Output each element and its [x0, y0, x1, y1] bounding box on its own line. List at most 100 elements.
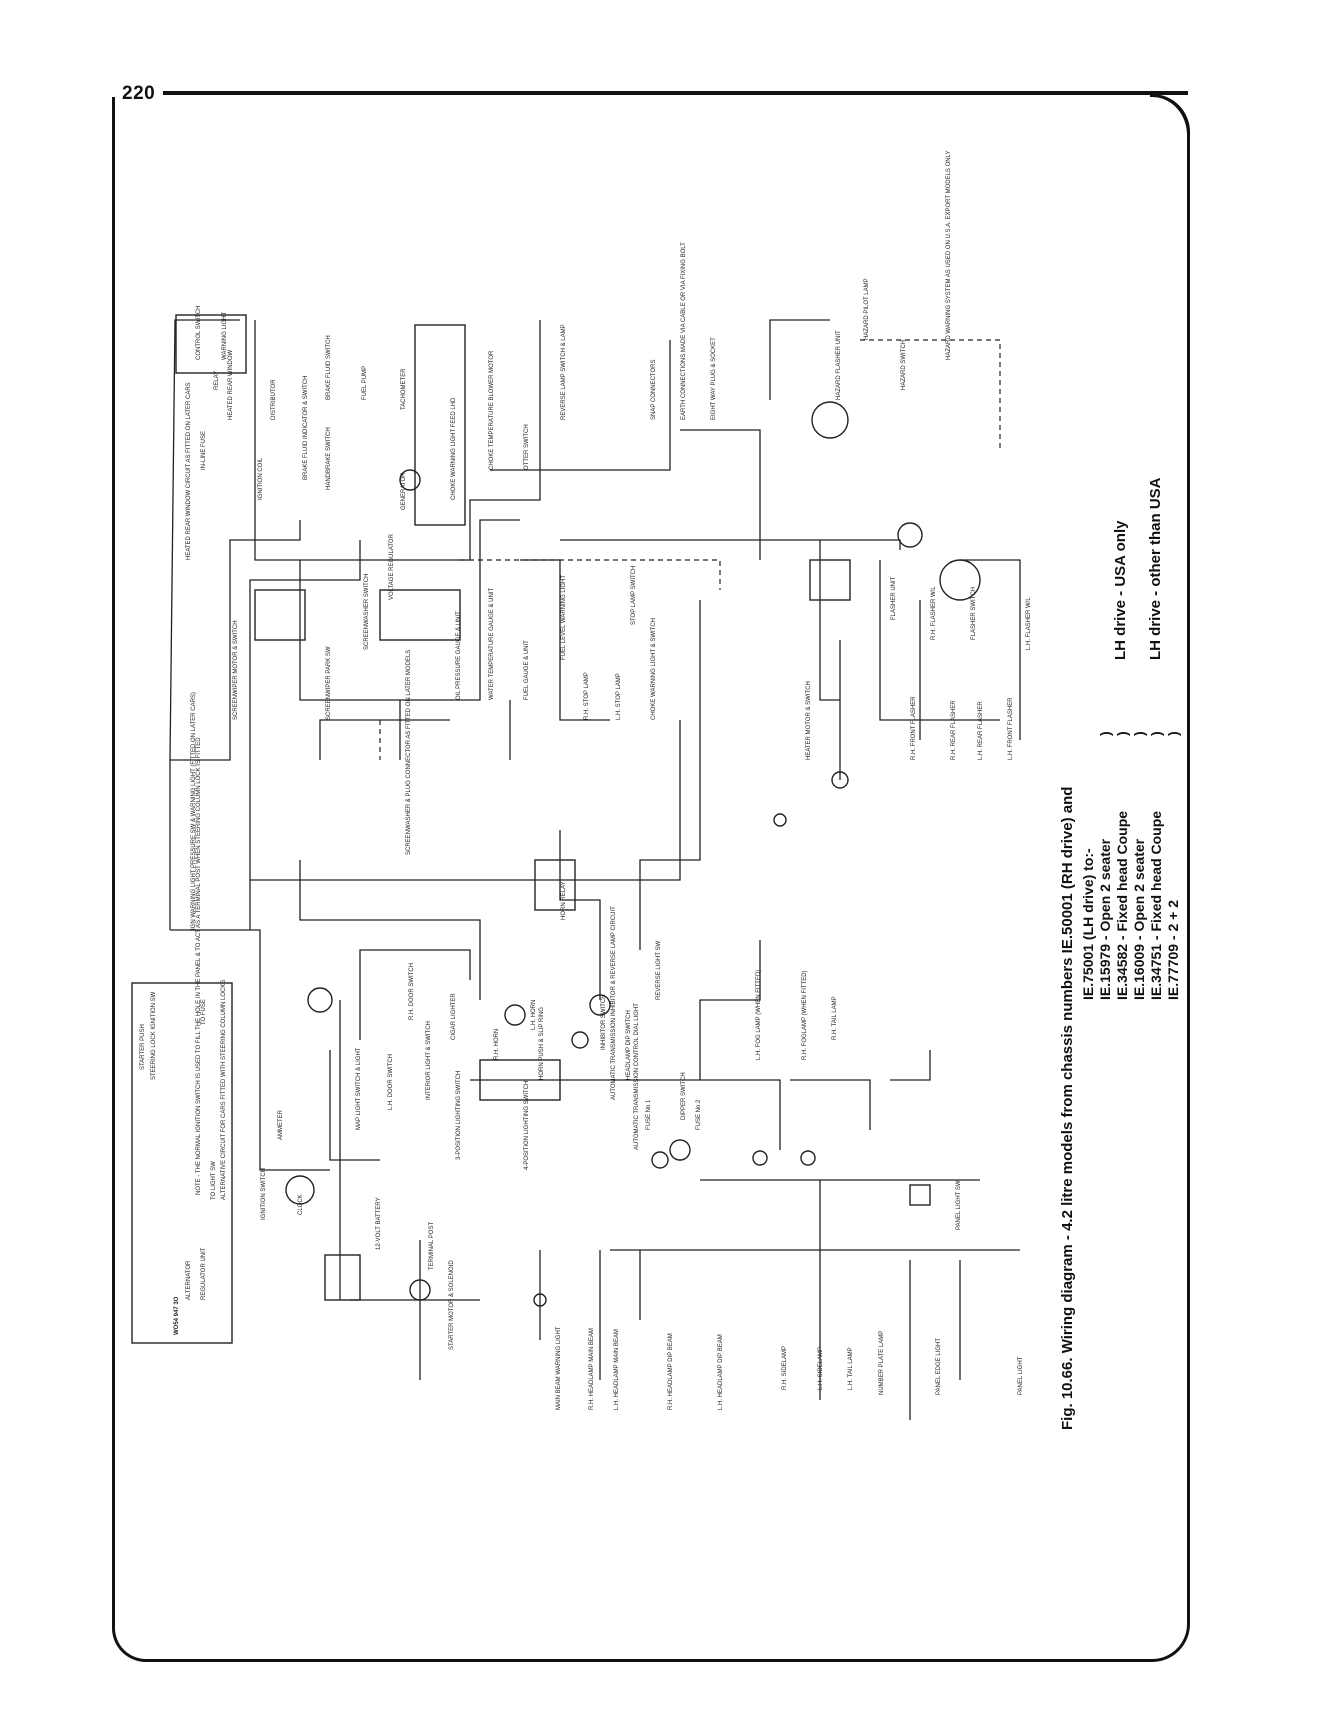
part-number: WO54 947 3O — [174, 1296, 180, 1335]
svg-text:SCREENWIPER PARK SW: SCREENWIPER PARK SW — [326, 646, 332, 720]
svg-text:L.H. STOP LAMP: L.H. STOP LAMP — [616, 673, 622, 720]
svg-text:FUEL GAUGE & UNIT: FUEL GAUGE & UNIT — [524, 640, 530, 700]
svg-text:REVERSE LIGHT SW: REVERSE LIGHT SW — [656, 940, 662, 1000]
caption-line-2: IE.15979 - Open 2 seater — [1097, 838, 1113, 1000]
svg-text:HEADLAMP DIP SWITCH: HEADLAMP DIP SWITCH — [626, 1010, 632, 1080]
svg-text:DISTRIBUTOR: DISTRIBUTOR — [271, 379, 277, 420]
svg-text:HEATED REAR WINDOW CIRCUIT AS: HEATED REAR WINDOW CIRCUIT AS FITTED ON … — [186, 382, 192, 560]
svg-text:L.H. REAR FLASHER: L.H. REAR FLASHER — [978, 701, 984, 760]
svg-text:3-POSITION LIGHTING SWITCH: 3-POSITION LIGHTING SWITCH — [456, 1071, 462, 1160]
svg-text:R.H. HEADLAMP MAIN BEAM: R.H. HEADLAMP MAIN BEAM — [589, 1328, 595, 1410]
svg-text:L.H. FLASHER W/L: L.H. FLASHER W/L — [1026, 597, 1032, 650]
svg-text:REGULATOR UNIT: REGULATOR UNIT — [201, 1247, 207, 1300]
svg-text:HAZARD SWITCH: HAZARD SWITCH — [901, 340, 907, 390]
caption-line-3: IE.34582 - Fixed head Coupe — [1114, 811, 1130, 1000]
svg-text:TACHOMETER: TACHOMETER — [401, 368, 407, 410]
svg-text:AUTOMATIC TRANSMISSION CONTROL: AUTOMATIC TRANSMISSION CONTROL DIAL LIGH… — [634, 1003, 640, 1150]
svg-text:SCREENWIPER MOTOR & SWITCH: SCREENWIPER MOTOR & SWITCH — [233, 620, 239, 720]
svg-text:R.H. HEADLAMP DIP BEAM: R.H. HEADLAMP DIP BEAM — [668, 1333, 674, 1410]
svg-text:SCREENWASHER & PLUG CONNECTOR: SCREENWASHER & PLUG CONNECTOR AS FITTED … — [406, 650, 412, 855]
svg-text:HORN RELAY: HORN RELAY — [561, 881, 567, 920]
svg-text:BRAKE FLUID INDICATOR & SWITCH: BRAKE FLUID INDICATOR & SWITCH — [303, 376, 309, 480]
svg-text:PANEL EDGE LIGHT: PANEL EDGE LIGHT — [936, 1338, 942, 1395]
svg-text:FUSE No 1: FUSE No 1 — [646, 1099, 652, 1130]
svg-text:INHIBITOR SWITCH: INHIBITOR SWITCH — [601, 994, 607, 1050]
svg-text:L.H. HORN: L.H. HORN — [531, 1000, 537, 1030]
svg-text:TERMINAL POST: TERMINAL POST — [429, 1222, 435, 1270]
svg-text:HORN PUSH & SLIP RING: HORN PUSH & SLIP RING — [539, 1007, 545, 1080]
svg-text:STARTER PUSH: STARTER PUSH — [140, 1024, 146, 1070]
svg-text:R.H. FLASHER W/L: R.H. FLASHER W/L — [931, 586, 937, 640]
svg-text:EARTH CONNECTIONS MADE VIA CAB: EARTH CONNECTIONS MADE VIA CABLE OR VIA … — [681, 242, 687, 420]
svg-text:L.H. TAIL LAMP: L.H. TAIL LAMP — [848, 1347, 854, 1390]
header-rule — [163, 91, 1188, 95]
svg-text:MAIN BEAM WARNING LIGHT: MAIN BEAM WARNING LIGHT — [556, 1326, 562, 1410]
steering-lock-inset — [131, 982, 233, 1344]
caption-brace-3: ) — [1114, 731, 1130, 736]
svg-text:L.H. HEADLAMP DIP BEAM: L.H. HEADLAMP DIP BEAM — [718, 1334, 724, 1410]
svg-text:STOP LAMP SWITCH: STOP LAMP SWITCH — [631, 566, 637, 625]
schematic-components — [131, 314, 981, 1344]
svg-text:FUEL LEVEL WARNING LIGHT: FUEL LEVEL WARNING LIGHT — [561, 575, 567, 660]
figure-caption: Fig. 10.66. Wiring diagram - 4.2 litre m… — [1059, 477, 1181, 1430]
svg-text:HANDBRAKE SWITCH: HANDBRAKE SWITCH — [326, 427, 332, 490]
svg-text:STARTER MOTOR & SOLENOID: STARTER MOTOR & SOLENOID — [449, 1260, 455, 1350]
svg-text:NUMBER PLATE LAMP: NUMBER PLATE LAMP — [879, 1331, 885, 1395]
svg-text:L.H. FOG LAMP (WHEN FITTED): L.H. FOG LAMP (WHEN FITTED) — [756, 970, 762, 1060]
svg-text:REVERSE LAMP SWITCH & LAMP: REVERSE LAMP SWITCH & LAMP — [561, 324, 567, 420]
svg-text:VOLTAGE REGULATOR: VOLTAGE REGULATOR — [389, 533, 395, 600]
svg-text:FUEL PUMP: FUEL PUMP — [362, 366, 368, 400]
svg-text:WARNING LIGHT: WARNING LIGHT — [222, 312, 228, 360]
svg-text:SNAP CONNECTORS: SNAP CONNECTORS — [651, 360, 657, 420]
caption-note-other: LH drive - other than USA — [1147, 477, 1164, 660]
svg-text:R.H. TAIL LAMP: R.H. TAIL LAMP — [832, 996, 838, 1040]
svg-text:IGN WARNING LIGHT PRESSURE SW: IGN WARNING LIGHT PRESSURE SW & WARNING … — [191, 692, 197, 930]
svg-text:R.H. REAR FLASHER: R.H. REAR FLASHER — [951, 700, 957, 760]
svg-text:L.H. HEADLAMP MAIN BEAM: L.H. HEADLAMP MAIN BEAM — [614, 1329, 620, 1410]
svg-text:NOTE - THE NORMAL IGNITION SWI: NOTE - THE NORMAL IGNITION SWITCH IS USE… — [196, 737, 202, 1195]
svg-text:CHOKE WARNING LIGHT & SWITCH: CHOKE WARNING LIGHT & SWITCH — [651, 618, 657, 720]
svg-text:R.H. DOOR SWITCH: R.H. DOOR SWITCH — [409, 963, 415, 1020]
svg-text:OIL PRESSURE GAUGE & UNIT: OIL PRESSURE GAUGE & UNIT — [456, 611, 462, 700]
svg-text:R.H. SIDELAMP: R.H. SIDELAMP — [782, 1346, 788, 1390]
svg-text:HAZARD WARNING SYSTEM AS USED: HAZARD WARNING SYSTEM AS USED ON U.S.A. … — [946, 151, 952, 360]
svg-text:CLOCK: CLOCK — [298, 1194, 304, 1215]
svg-text:SCREENWASHER SWITCH: SCREENWASHER SWITCH — [364, 574, 370, 650]
svg-text:HAZARD PILOT LAMP: HAZARD PILOT LAMP — [864, 278, 870, 340]
svg-text:STEERING LOCK IGNITION SW: STEERING LOCK IGNITION SW — [151, 991, 157, 1080]
svg-text:IGNITION COIL: IGNITION COIL — [258, 457, 264, 500]
svg-text:CHOKE WARNING LIGHT FEED LHD: CHOKE WARNING LIGHT FEED LHD — [451, 397, 457, 500]
caption-brace-2: ) — [1097, 731, 1113, 736]
svg-text:RELAY: RELAY — [214, 371, 220, 390]
svg-text:R.H. FRONT FLASHER: R.H. FRONT FLASHER — [911, 696, 917, 760]
svg-text:INTERIOR LIGHT & SWITCH: INTERIOR LIGHT & SWITCH — [426, 1021, 432, 1100]
svg-text:FLASHER UNIT: FLASHER UNIT — [891, 576, 897, 620]
svg-text:PANEL LIGHT: PANEL LIGHT — [1018, 1356, 1024, 1395]
svg-text:EIGHT WAY PLUG & SOCKET: EIGHT WAY PLUG & SOCKET — [711, 337, 717, 420]
caption-title: Fig. 10.66. Wiring diagram - 4.2 litre m… — [1059, 787, 1076, 1430]
svg-text:CHOKE TEMPERATURE BLOWER MOTOR: CHOKE TEMPERATURE BLOWER MOTOR — [489, 350, 495, 470]
caption-line-4: IE.16009 - Open 2 seater — [1131, 838, 1147, 1000]
svg-text:DIPPER SWITCH: DIPPER SWITCH — [681, 1072, 687, 1120]
caption-note-usa: LH drive - USA only — [1112, 520, 1129, 660]
caption-line-1: IE.75001 (LH drive) to:- — [1080, 848, 1096, 1000]
svg-text:TO LIGHT SW: TO LIGHT SW — [211, 1161, 217, 1200]
svg-text:CONTROL SWITCH: CONTROL SWITCH — [196, 306, 202, 360]
caption-brace-4: ) — [1131, 731, 1147, 736]
svg-text:AUTOMATIC TRANSMISSION INHIBIT: AUTOMATIC TRANSMISSION INHIBITOR & REVER… — [611, 906, 617, 1100]
svg-text:HAZARD FLASHER UNIT: HAZARD FLASHER UNIT — [836, 330, 842, 400]
svg-text:IGNITION SWITCH: IGNITION SWITCH — [261, 1168, 267, 1220]
svg-text:OTTER SWITCH: OTTER SWITCH — [524, 424, 530, 470]
svg-text:MAP LIGHT SWITCH & LIGHT: MAP LIGHT SWITCH & LIGHT — [356, 1047, 362, 1130]
svg-text:R.H. STOP LAMP: R.H. STOP LAMP — [584, 672, 590, 720]
caption-line-5: IE.34751 - Fixed head Coupe — [1148, 811, 1164, 1000]
svg-text:BRAKE FLUID SWITCH: BRAKE FLUID SWITCH — [326, 335, 332, 400]
svg-text:R.H. FOGLAMP (WHEN FITTED): R.H. FOGLAMP (WHEN FITTED) — [802, 970, 808, 1060]
svg-text:WATER TEMPERATURE GAUGE & UNIT: WATER TEMPERATURE GAUGE & UNIT — [489, 588, 495, 700]
svg-text:TO FUSE: TO FUSE — [201, 999, 207, 1025]
svg-text:IN-LINE FUSE: IN-LINE FUSE — [201, 431, 207, 470]
svg-text:GENERATOR: GENERATOR — [401, 472, 407, 510]
svg-text:4-POSITION LIGHTING SWITCH: 4-POSITION LIGHTING SWITCH — [524, 1081, 530, 1170]
svg-text:L.H. SIDELAMP: L.H. SIDELAMP — [818, 1347, 824, 1390]
